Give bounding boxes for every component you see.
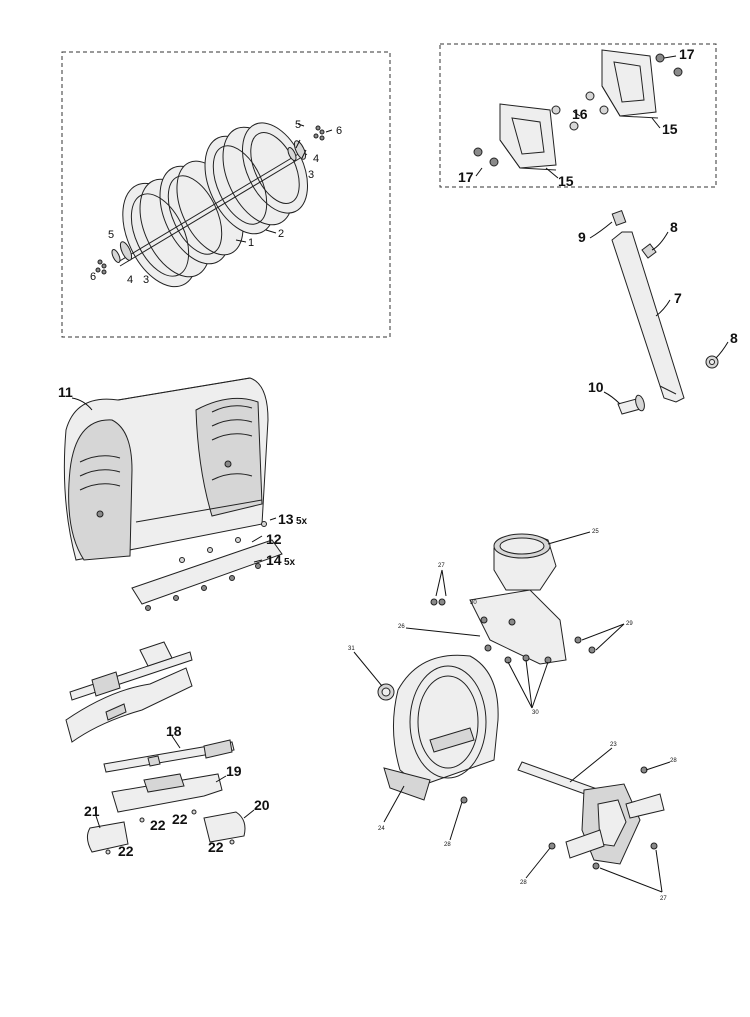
- label-3-right: 3: [308, 169, 314, 181]
- label-12: 12: [266, 531, 282, 547]
- screw-22c: [105, 849, 111, 855]
- nut-17c: [655, 53, 665, 63]
- label-29: 29: [626, 621, 633, 627]
- washer-right: [287, 147, 297, 161]
- chute-plate-26: [469, 589, 567, 665]
- label-30-top: 30: [470, 600, 477, 606]
- label-20: 20: [254, 797, 270, 813]
- label-14: 14: [266, 552, 282, 568]
- label-27-top: 27: [438, 563, 445, 569]
- label-22-d: 22: [208, 839, 224, 855]
- label-21: 21: [84, 803, 100, 819]
- auger-flights: [122, 122, 308, 288]
- drive-shaft-18: [103, 741, 235, 773]
- label-15-right: 15: [662, 121, 678, 137]
- label-22-a: 22: [150, 817, 166, 833]
- auger-assembly-frame: [61, 51, 391, 338]
- washer-left: [111, 249, 121, 263]
- label-4-right: 4: [313, 153, 319, 165]
- housing-left-side: [68, 419, 133, 561]
- label-7: 7: [674, 290, 682, 306]
- auger-housing-group: 11 13 5x 12 14 5x: [58, 377, 308, 611]
- label-22-b: 22: [172, 811, 188, 827]
- gear-housing-19: [111, 773, 223, 813]
- nut-17b: [489, 157, 499, 167]
- rod-pin-9: [611, 210, 627, 226]
- skid-shoe-right: [601, 49, 657, 117]
- housing-right-side: [195, 397, 263, 517]
- carriage-bolt-a: [551, 105, 561, 115]
- label-31: 31: [348, 646, 355, 652]
- label-26: 26: [398, 624, 405, 630]
- label-10: 10: [588, 379, 604, 395]
- label-13: 13: [278, 511, 294, 527]
- rod-clip-8-top: [641, 243, 657, 259]
- label-28-mid: 28: [444, 842, 451, 848]
- label-5-right: 5: [295, 119, 301, 131]
- label-30-bottom: 30: [532, 710, 539, 716]
- label-1: 1: [248, 237, 254, 249]
- control-rod: [611, 231, 685, 403]
- housing-vents: [79, 405, 253, 491]
- end-cap-21: [86, 821, 129, 853]
- screw-22a: [139, 817, 145, 823]
- label-28-bottom: 28: [520, 880, 527, 886]
- assembled-shaft: [65, 641, 193, 743]
- label-15-left: 15: [558, 173, 574, 189]
- scraper-bolts: [145, 521, 267, 611]
- label-22-c: 22: [118, 843, 134, 859]
- scraper-bar: [131, 539, 283, 605]
- label-9: 9: [578, 229, 586, 245]
- bolts-left: [95, 259, 107, 275]
- nut-17d: [673, 67, 683, 77]
- screw-22d: [229, 839, 235, 845]
- carriage-bolt-c: [585, 91, 595, 101]
- bolts-right: [313, 125, 325, 141]
- screw-22b: [191, 809, 197, 815]
- label-4-left: 4: [127, 274, 133, 286]
- auger-assembly-group: 1 2 3 4 5 6 5 6 4 3: [61, 51, 391, 338]
- skid-shoe-frame: [439, 43, 717, 188]
- label-19: 19: [226, 763, 242, 779]
- skid-shoe-group: 17 15 16 15 17: [439, 43, 717, 189]
- control-rod-group: 9 8 7 8 10: [578, 210, 738, 415]
- label-2: 2: [278, 228, 284, 240]
- label-18: 18: [166, 723, 182, 739]
- label-24: 24: [378, 826, 385, 832]
- drive-shaft-group: 18 19 20 21 22 22 22 22: [65, 641, 270, 859]
- skid-shoe-left: [499, 103, 557, 169]
- label-6-left: 6: [90, 271, 96, 283]
- label-28-right: 28: [670, 758, 677, 764]
- label-5-left: 5: [108, 229, 114, 241]
- label-6-right: 6: [336, 125, 342, 137]
- fan-fasteners: [430, 598, 658, 870]
- label-3-left: 3: [143, 274, 149, 286]
- end-cap-20: [203, 811, 246, 843]
- label-11: 11: [58, 384, 73, 400]
- label-27-bottom: 27: [660, 896, 667, 902]
- label-8-top: 8: [670, 219, 678, 235]
- label-14-qty: 5x: [284, 557, 296, 568]
- label-17-right: 17: [679, 46, 695, 62]
- label-17-left: 17: [458, 169, 474, 185]
- label-13-qty: 5x: [296, 516, 308, 527]
- auger-shaft: [117, 149, 306, 263]
- label-23: 23: [610, 742, 617, 748]
- nut-17a: [473, 147, 483, 157]
- fan-housing-24: [393, 654, 499, 787]
- carriage-bolt-d: [599, 105, 609, 115]
- label-25: 25: [592, 529, 599, 535]
- bearing-left: [119, 241, 133, 261]
- fan-housing-group: 25 27 30 26 29 31 30 23 28 24 28 28 27: [348, 529, 677, 902]
- carriage-bolt-b: [569, 121, 579, 131]
- label-16: 16: [572, 106, 588, 122]
- label-8-side: 8: [730, 330, 738, 346]
